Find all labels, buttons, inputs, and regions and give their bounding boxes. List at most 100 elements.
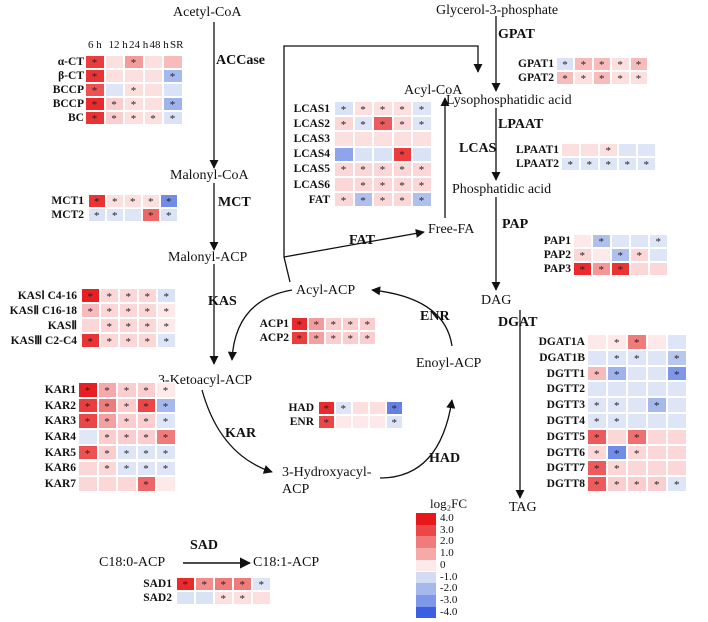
significance-mark: * xyxy=(617,59,623,71)
metabolite-acyl-acp: Acyl-ACP xyxy=(296,283,356,298)
heatmap-cell xyxy=(100,288,119,303)
gene-label: LCAS4 xyxy=(293,148,330,161)
significance-mark: * xyxy=(340,403,347,415)
significance-mark: * xyxy=(594,447,600,460)
significance-mark: * xyxy=(123,431,130,444)
heatmap-cell xyxy=(88,208,106,222)
heatmap-cell xyxy=(392,177,412,193)
arc-acylacp-to-ketoacyl xyxy=(227,289,293,361)
significance-mark: * xyxy=(130,99,137,111)
heatmap-cell xyxy=(629,71,648,85)
gene-label: KAR7 xyxy=(44,478,76,491)
metabolite-hydroxyacyl-acp-1: 3-Hydroxyacyl- xyxy=(282,465,372,480)
significance-mark: * xyxy=(296,319,303,331)
gene-label: KASⅠ C4-16 xyxy=(17,289,77,302)
heatmap-cell xyxy=(157,288,176,303)
metabolite-lpa: Lysophosphatidic acid xyxy=(446,93,572,108)
gene-label: KAR1 xyxy=(44,383,76,396)
enzyme-lcas: LCAS xyxy=(459,141,497,156)
heatmap-cell xyxy=(373,161,393,177)
significance-mark: * xyxy=(379,164,386,177)
significance-mark: * xyxy=(123,384,130,397)
significance-mark: * xyxy=(580,59,587,71)
gene-label: KASⅡ xyxy=(47,319,77,332)
heatmap-cell xyxy=(373,146,393,162)
significance-mark: * xyxy=(104,431,110,444)
heatmap-cell xyxy=(163,83,183,97)
heatmap-cell xyxy=(176,591,195,605)
significance-mark: * xyxy=(94,210,100,222)
heatmap-cell xyxy=(369,401,386,415)
heatmap-cell xyxy=(214,577,233,591)
heatmap-cell xyxy=(334,116,354,132)
gene-label: ACP1 xyxy=(259,318,289,330)
significance-mark: * xyxy=(360,194,366,207)
enzyme-pap: PAP xyxy=(502,217,529,232)
time-header: 48 h xyxy=(149,39,169,51)
heatmap-cell xyxy=(156,444,176,461)
gene-label: BCCP xyxy=(52,98,84,110)
significance-mark: * xyxy=(169,99,176,111)
heatmap-kar: ***************************** xyxy=(78,382,176,492)
heatmap-cell xyxy=(627,349,647,366)
heatmap-cell xyxy=(88,194,106,208)
significance-mark: * xyxy=(418,103,425,116)
significance-mark: * xyxy=(143,431,149,444)
significance-mark: * xyxy=(418,164,425,177)
heatmap-cell xyxy=(556,71,575,85)
heatmap-cell xyxy=(611,234,630,248)
heatmap-cell xyxy=(412,101,432,117)
heatmap-cell xyxy=(667,428,687,445)
heatmap-cell xyxy=(85,55,105,69)
heatmap-cell xyxy=(587,365,607,382)
gene-label: ACP2 xyxy=(259,332,289,344)
heatmap-cell xyxy=(334,131,354,147)
gene-label: GPAT2 xyxy=(518,72,554,84)
heatmap-cell xyxy=(97,444,117,461)
heatmap-cell xyxy=(630,262,649,276)
arc-ketoacyl-to-hydroxyacyl xyxy=(201,389,273,474)
heatmap-cell xyxy=(334,146,354,162)
heatmap-cell xyxy=(157,303,176,318)
gene-label: MCT1 xyxy=(51,195,84,207)
heatmap-cell xyxy=(647,444,667,461)
gene-label: KASⅢ C2-C4 xyxy=(10,334,77,347)
heatmap-cell xyxy=(117,413,137,430)
heatmap-cell xyxy=(627,460,647,477)
heatmap-cell xyxy=(607,413,627,429)
heatmap-cell xyxy=(342,317,359,331)
significance-mark: * xyxy=(579,250,586,262)
heatmap-cell xyxy=(587,460,607,477)
heatmap-cell xyxy=(325,317,342,331)
heatmap-cell xyxy=(647,365,667,382)
significance-mark: * xyxy=(169,71,176,83)
heatmap-cell xyxy=(587,381,607,398)
significance-mark: * xyxy=(399,194,405,207)
heatmap-cell xyxy=(649,234,668,248)
significance-mark: * xyxy=(143,447,149,460)
heatmap-cell xyxy=(119,318,138,333)
heatmap-cell xyxy=(163,69,183,83)
heatmap-cell xyxy=(627,397,647,413)
significance-mark: * xyxy=(617,250,624,262)
significance-mark: * xyxy=(123,463,130,476)
significance-mark: * xyxy=(594,415,600,428)
metabolite-hydroxyacyl-acp-2: ACP xyxy=(282,482,310,497)
gene-label: DGTT6 xyxy=(546,446,585,459)
heatmap-cell xyxy=(124,69,144,83)
heatmap-cell xyxy=(119,288,138,303)
heatmap-cell xyxy=(318,401,335,415)
enzyme-enr: ENR xyxy=(420,309,450,324)
significance-mark: * xyxy=(169,113,176,125)
heatmap-cell xyxy=(618,143,637,157)
significance-mark: * xyxy=(614,352,620,365)
metabolite-ketoacyl-acp: 3-Ketoacyl-ACP xyxy=(158,373,253,388)
arc-hydroxyacyl-to-enoyl xyxy=(379,399,456,479)
significance-mark: * xyxy=(399,118,405,131)
gene-label: LCAS1 xyxy=(293,102,330,115)
time-header: 12 h xyxy=(108,39,128,51)
legend-swatch xyxy=(416,524,436,537)
significance-mark: * xyxy=(163,335,170,348)
heatmap-cell xyxy=(647,381,667,398)
enzyme-fat-left: FAT xyxy=(349,233,375,248)
